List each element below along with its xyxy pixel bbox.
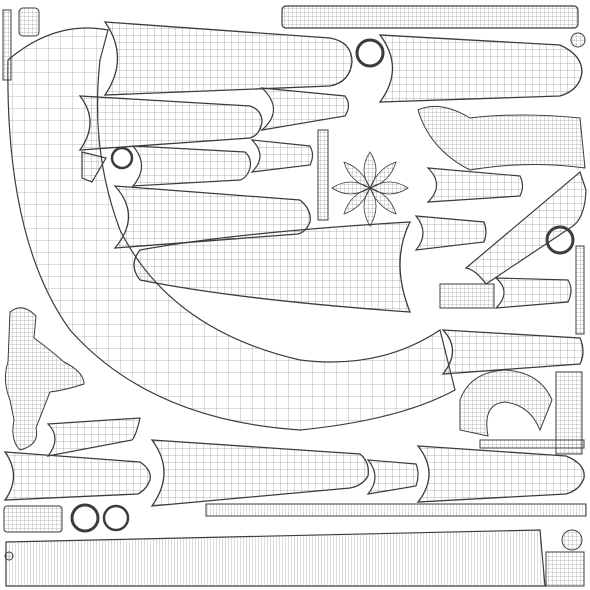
uv-shell-feather-1 — [103, 21, 353, 96]
uv-shell-curved-patch — [417, 105, 586, 171]
uv-shell-feather-5 — [81, 151, 107, 183]
uv-shell-feather-2 — [378, 34, 583, 103]
uv-shell-thin-bar-2 — [205, 503, 587, 517]
uv-shell-feather-17 — [150, 439, 369, 507]
uv-shell-post-2 — [575, 245, 585, 335]
uv-shell-ring-1 — [355, 38, 385, 68]
uv-shell-dot — [4, 551, 14, 561]
uv-shell-feather-15 — [46, 417, 141, 457]
uv-shell-ring-7 — [561, 529, 583, 551]
uv-shell-ring-6 — [102, 504, 130, 532]
uv-shell-box-3 — [3, 505, 63, 533]
uv-shell-body — [4, 307, 85, 451]
uv-shell-small-strip — [2, 9, 12, 81]
uv-shell-ring-5 — [70, 503, 100, 533]
uv-shell-feather-16 — [3, 451, 151, 501]
uv-shell-feather-14 — [441, 329, 584, 375]
uv-shell-ring-3 — [110, 146, 134, 170]
uv-shell-feather-13 — [494, 277, 572, 309]
uv-shell-arch — [459, 369, 553, 437]
uv-shell-feather-6 — [131, 145, 252, 187]
uv-shell-feather-9 — [133, 221, 412, 313]
uv-shell-feather-18 — [366, 459, 419, 495]
uv-shell-feather-10 — [426, 167, 524, 203]
uv-shell-thin-bar-1 — [479, 439, 585, 449]
uv-shell-feather-4 — [259, 87, 350, 131]
uv-shell-feather-12 — [464, 170, 587, 285]
uv-shell-star — [331, 151, 409, 227]
uv-shell-top-tube — [281, 5, 579, 29]
uv-shell-feather-7 — [250, 139, 314, 173]
uv-shell-feather-19 — [416, 445, 585, 503]
uv-shell-ring-2 — [570, 32, 586, 48]
uv-shell-feather-11 — [414, 215, 487, 251]
uv-shell-bottom-strip — [5, 529, 546, 587]
uv-shell-box-1 — [439, 283, 495, 309]
uv-shell-box-4 — [545, 551, 585, 587]
uv-shell-feather-3 — [78, 95, 263, 151]
uv-shell-post-1 — [317, 129, 329, 221]
uv-shell-small-cap — [18, 7, 40, 37]
